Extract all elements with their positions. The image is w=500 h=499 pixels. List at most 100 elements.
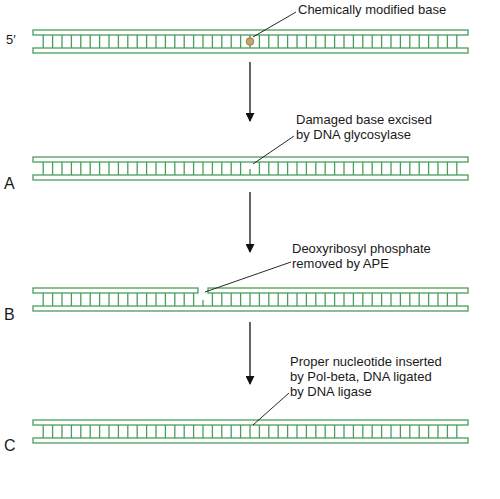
- base-pair: [306, 293, 307, 306]
- leader-line: [205, 262, 291, 292]
- backbone: [33, 420, 468, 425]
- base-pair: [61, 293, 62, 306]
- base-pair: [165, 162, 166, 175]
- base-pair: [419, 293, 420, 306]
- base-pair: [372, 162, 373, 175]
- base-pair: [193, 35, 194, 48]
- base-pair: [52, 35, 53, 48]
- base-pair: [400, 293, 401, 306]
- base-pair: [390, 162, 391, 175]
- base-pair: [165, 293, 166, 306]
- base-pair: [315, 35, 316, 48]
- base-pair: [184, 293, 185, 306]
- base-pair: [315, 162, 316, 175]
- base-pair: [447, 162, 448, 175]
- base-pair: [137, 162, 138, 175]
- base-pair: [306, 162, 307, 175]
- base-pair: [80, 35, 81, 48]
- base-pair: [43, 425, 44, 438]
- base-pair: [447, 35, 448, 48]
- base-pair: [372, 35, 373, 48]
- base-pair: [362, 425, 363, 438]
- leader-line: [253, 136, 294, 164]
- base-pair: [118, 425, 119, 438]
- base-pair: [184, 425, 185, 438]
- base-pair: [437, 162, 438, 175]
- base-pair: [90, 35, 91, 48]
- base-pair: [334, 425, 335, 438]
- step-letter: B: [4, 307, 15, 322]
- base-pair: [409, 293, 410, 306]
- step-letter: C: [4, 438, 16, 453]
- backbone: [33, 288, 198, 293]
- base-pair: [61, 35, 62, 48]
- base-pair: [409, 35, 410, 48]
- modified-base: [246, 38, 254, 46]
- base-pair: [353, 35, 354, 48]
- base-pair: [165, 425, 166, 438]
- base-pair: [90, 162, 91, 175]
- base-pair: [306, 35, 307, 48]
- base-pair: [202, 425, 203, 438]
- base-pair: [296, 425, 297, 438]
- backbone: [33, 175, 468, 180]
- base-pair: [428, 425, 429, 438]
- callout-text: Damaged base excised by DNA glycosylase: [296, 112, 438, 142]
- base-pair: [268, 35, 269, 48]
- base-pair: [325, 35, 326, 48]
- base-pair: [447, 293, 448, 306]
- base-pair: [99, 293, 100, 306]
- base-pair: [174, 35, 175, 48]
- base-pair: [184, 162, 185, 175]
- step-arrow: [249, 192, 250, 252]
- base-pair: [249, 293, 250, 306]
- base-pair: [334, 35, 335, 48]
- base-pair: [437, 293, 438, 306]
- base-pair: [137, 293, 138, 306]
- base-pair: [127, 162, 128, 175]
- base-pair: [137, 425, 138, 438]
- base-pair: [108, 293, 109, 306]
- base-pair: [278, 425, 279, 438]
- base-pair: [447, 425, 448, 438]
- base-pair: [268, 162, 269, 175]
- base-pair: [456, 35, 457, 48]
- base-pair: [249, 425, 250, 438]
- base-pair: [155, 293, 156, 306]
- callout-text: Deoxyribosyl phosphate removed by APE: [292, 241, 442, 271]
- base-pair: [419, 162, 420, 175]
- base-pair: [362, 293, 363, 306]
- base-pair: [362, 35, 363, 48]
- base-pair: [372, 425, 373, 438]
- base-pair: [146, 293, 147, 306]
- base-pair: [127, 425, 128, 438]
- base-pair: [212, 35, 213, 48]
- base-pair: [240, 293, 241, 306]
- base-pair: [278, 293, 279, 306]
- base-pair: [231, 293, 232, 306]
- base-pair: [437, 35, 438, 48]
- base-pair: [409, 425, 410, 438]
- base-pair: [99, 35, 100, 48]
- leader-line: [253, 12, 296, 37]
- backbone: [33, 306, 468, 311]
- base-pair: [296, 293, 297, 306]
- base-pair: [259, 293, 260, 306]
- base-pair: [287, 162, 288, 175]
- base-pair: [43, 162, 44, 175]
- base-pair: [52, 425, 53, 438]
- callout-text: Proper nucleotide inserted by Pol-beta, …: [290, 354, 448, 399]
- base-pair: [240, 35, 241, 48]
- base-pair: [71, 425, 72, 438]
- base-pair: [202, 35, 203, 48]
- base-pair: [212, 293, 213, 306]
- base-pair: [456, 162, 457, 175]
- base-pair: [362, 162, 363, 175]
- base-pair: [43, 293, 44, 306]
- base-pair: [287, 293, 288, 306]
- base-pair: [343, 293, 344, 306]
- base-pair: [259, 35, 260, 48]
- base-pair: [287, 425, 288, 438]
- base-pair: [221, 293, 222, 306]
